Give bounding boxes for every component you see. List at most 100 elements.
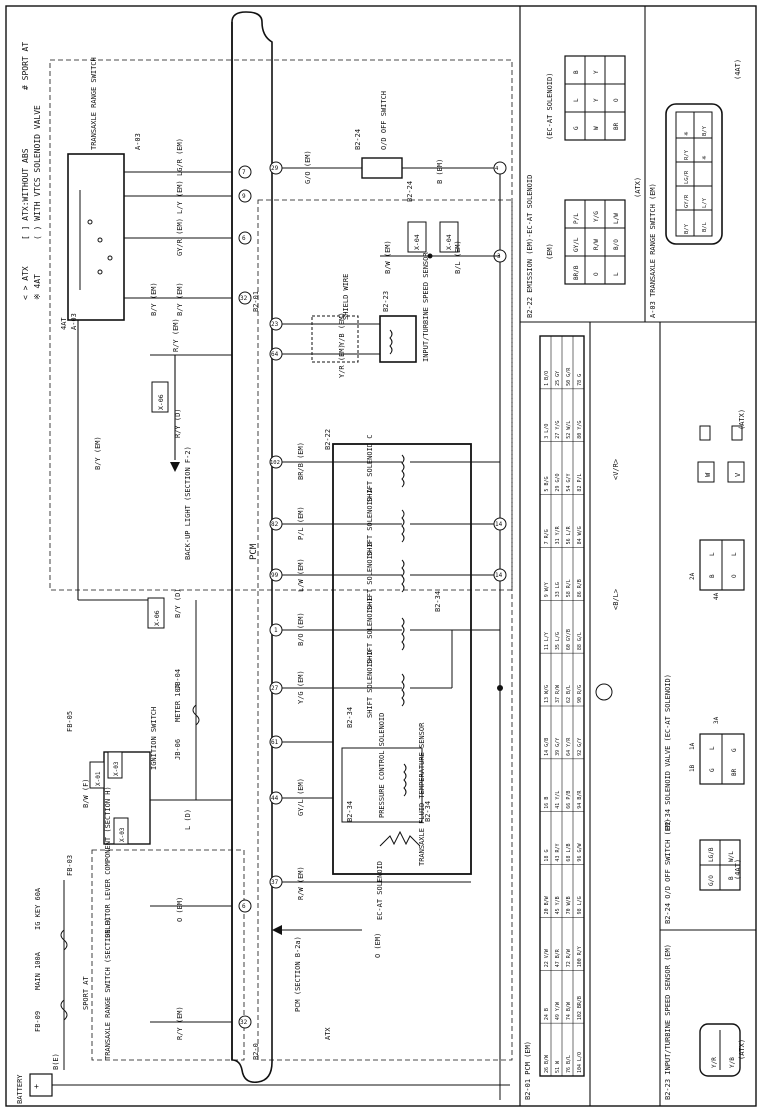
pcm-grid-cell: 54 G/Y	[566, 474, 572, 492]
wire-y-g: Y/G (EM)	[297, 670, 305, 704]
legend-sport-at: # SPORT AT	[21, 42, 30, 90]
4at-label-panel: (4AT)	[734, 59, 742, 80]
x03a-label: X-03	[113, 761, 120, 776]
legend-vtcs: ( ) WITH VTCS SOLENOID VALVE	[33, 105, 42, 240]
od-off-label: O/D OFF SWITCH	[380, 91, 388, 150]
b2-34-a-pin-3: L	[731, 552, 738, 556]
input-turbine-sensor: INPUT/TURBINE SPEED SENSOR B2-23 SHIELD …	[311, 252, 430, 378]
pcm-grid-cell: 70 W/B	[566, 896, 572, 914]
pin-1: 1	[274, 627, 278, 634]
wire-b-w: B/W (EM)	[384, 240, 392, 274]
a03-pin-6: B/L	[702, 221, 708, 232]
pcm-grid-cell: 29 G/O	[555, 474, 561, 492]
solenoid-wires	[282, 167, 500, 883]
dashed-sport-at-box	[91, 849, 245, 1061]
b2-34-tag-2a: 2A	[689, 572, 696, 580]
pcm-grid-cell: 50 G/R	[566, 367, 572, 386]
b2-22-label: B2-22	[324, 429, 332, 450]
ecat-pin-3: W	[593, 126, 600, 130]
ecat-pin-7: O	[613, 98, 620, 102]
atx-label-b2-34: (ATX)	[738, 409, 746, 430]
input-turbine-label: INPUT/TURBINE SPEED SENSOR	[422, 252, 430, 362]
a03-pin-4: ※	[683, 131, 690, 136]
bl-mark: <B/L>	[612, 589, 620, 610]
od-off-switch: O/D OFF SWITCH B2-24 B2-24 G/O (EM) B (E…	[304, 91, 444, 202]
b2-01-title: B2-01 PCM (EM)	[524, 1041, 532, 1100]
b2-22-pin-8: L/W	[613, 213, 620, 224]
pcm-grid: 26 B/W24 B22 V/W20 B/W18 G16 B14 G/B13 W…	[540, 335, 585, 1076]
a03-top-label: A-03	[134, 133, 142, 150]
a03-pin-0: B/Y	[684, 223, 690, 234]
pcm-grid-cell: 90 R/G	[577, 685, 583, 703]
wire-r-y-sport: R/Y (EM)	[176, 1006, 184, 1040]
ecat-pin-6: BR	[613, 122, 620, 130]
b2-24-label-1: B2-24	[354, 129, 362, 150]
a03-pin-1: GY/R	[684, 194, 690, 208]
pcm-grid-cell: 58 R/L	[566, 579, 572, 597]
pcm-grid-cell: 72 R/W	[566, 948, 572, 967]
pcm-grid-cell: 1 B/O	[544, 371, 550, 386]
backup-light-wiring	[77, 320, 232, 601]
pcm-grid-cell: 25 GY	[555, 371, 561, 386]
x03b-label: X-03	[119, 827, 126, 842]
vr-mark: <V/R>	[612, 459, 620, 480]
pcm-grid-cell: 82 P/L	[577, 474, 583, 492]
pcm-grid-cell: 37 R/W	[555, 684, 561, 703]
wire-l-y: L/Y (EM)	[176, 180, 184, 214]
solenoid-c-label: SHIFT SOLENOID C	[366, 435, 374, 502]
x01-label: X-01	[95, 771, 102, 786]
b2-24-pin-1: LG/B	[708, 847, 715, 862]
b2-24-title: B2-24 O/D OFF SWITCH (EM)	[664, 819, 672, 924]
wire-gy-l: GY/L (EM)	[297, 778, 305, 816]
ecat-pin-2: B	[573, 70, 580, 74]
ignition-label: IGNITION SWITCH	[150, 707, 158, 770]
jb04-label: JB-04	[174, 669, 182, 690]
temp-sensor-label: TRANSAXLE FLUID TEMPERATURE SENSOR	[418, 722, 426, 866]
pcm-grid-cell: 51 W	[555, 1060, 561, 1073]
pcm-grid-cell: 39 G/Y	[555, 738, 561, 756]
pin-32: 32	[240, 295, 248, 302]
wire-y-r: Y/R (EM)	[338, 344, 346, 378]
b2-23-pin-0: Y/R	[711, 1057, 718, 1068]
b2-34-tag-4a: 4A	[713, 592, 720, 600]
b2-34-a-pin-1: L	[709, 552, 716, 556]
x04-b: X-04	[445, 234, 453, 250]
b2-22-pin-7: B/O	[613, 239, 620, 250]
backup-light-label: BACK-UP LIGHT (SECTION F-2)	[184, 446, 192, 560]
a03-pin-2: LG/R	[684, 170, 690, 184]
x04-connectors: X-04 X-04 B/W (EM) B/L (EM)	[380, 221, 500, 274]
pin-32-b: 32	[240, 1019, 248, 1026]
sport-at-content: SPORT AT TRANSAXLE RANGE SWITCH (SECTION…	[82, 786, 232, 1060]
wire-b-o: B/O (EM)	[297, 612, 305, 646]
pcm-grid-cell: 9 W/Y	[544, 582, 550, 597]
pcm-grid-cell: 86 R/B	[577, 579, 583, 597]
b2-22-pin-6: L	[613, 272, 620, 276]
power-supply: + BATTERY B(E) FB-09 MAIN 100A IG KEY 60…	[16, 880, 510, 1104]
b2-24-pin-3: W/L	[728, 851, 735, 862]
main-fuse-label: MAIN 100A	[34, 951, 42, 990]
solenoid-a-label: SHIFT SOLENOID A	[366, 488, 374, 556]
wire-r-y: R/Y (EM)	[172, 318, 180, 352]
b2-22-pin-2: P/L	[573, 213, 580, 224]
b2-0-label-bottom: B2-0	[252, 1043, 260, 1060]
legend-atx-without-abs: [ ] ATX:WITHOUT ABS	[21, 148, 30, 240]
b2-34-label-pc: B2-34	[346, 801, 354, 822]
wire-b-w-f: B/W (F)	[82, 778, 90, 808]
pin-99: 99	[271, 572, 279, 579]
pcm-grid-cell: 47 B/R	[555, 948, 561, 967]
page-border	[5, 5, 757, 1107]
pcm-grid-cell: 100 R/Y	[577, 946, 583, 967]
ecat-pin-0: G	[573, 126, 580, 130]
fb03-label: FB-03	[66, 855, 74, 876]
wire-y-b: Y/B (EM)	[338, 312, 346, 346]
wire-r-y-d: R/Y (D)	[174, 408, 182, 438]
wire-b: B (EM)	[436, 159, 444, 184]
pcm-grid-cell: 56 L/R	[566, 525, 572, 544]
pcm-left-pins: 7 9 6 32 6 32	[238, 165, 252, 1029]
pcm-grid-cell: 16 B	[544, 797, 550, 809]
jb06-label: JB-06	[174, 739, 182, 760]
battery-plus: +	[34, 1082, 39, 1091]
b2-24-pin-0: G/O	[708, 875, 715, 886]
pcm-ref-label: PCM (SECTION B-2a)	[294, 936, 302, 1012]
